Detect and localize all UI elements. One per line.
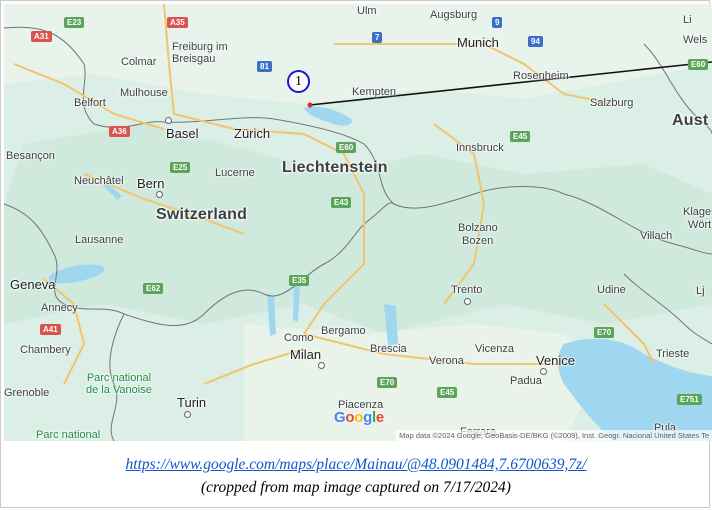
city-villach: Villach xyxy=(640,230,673,242)
road-shield: E45 xyxy=(437,387,458,398)
city-como: Como xyxy=(284,332,314,344)
city-bozen: Bozen xyxy=(462,235,494,247)
city-augsburg: Augsburg xyxy=(430,9,478,21)
google-logo-letter: l xyxy=(372,409,376,426)
city-wels: Wels xyxy=(683,34,708,46)
city-dot xyxy=(540,368,547,375)
city-dot xyxy=(184,411,191,418)
road-shield: E23 xyxy=(64,17,85,28)
city-trento: Trento xyxy=(451,284,483,296)
road-shield: E45 xyxy=(510,131,531,142)
city-annecy: Annecy xyxy=(41,302,78,314)
google-logo-letter: G xyxy=(334,409,346,426)
city-mulhouse: Mulhouse xyxy=(120,87,168,99)
city-worth: Wört xyxy=(688,219,712,231)
road-shield: A36 xyxy=(109,126,130,137)
road-shield: E25 xyxy=(170,162,191,173)
city-trieste: Trieste xyxy=(656,348,690,360)
road-shield: E751 xyxy=(677,394,702,405)
location-marker[interactable]: 1 xyxy=(287,70,310,93)
city-munich: Munich xyxy=(457,35,499,50)
city-belfort: Belfort xyxy=(74,97,106,109)
city-vicenza: Vicenza xyxy=(475,343,514,355)
country-label-switzerland: Switzerland xyxy=(156,206,248,223)
google-logo-letter: g xyxy=(363,409,372,426)
google-logo-letter: o xyxy=(354,409,364,426)
road-shield: A35 xyxy=(167,17,188,28)
figure-caption: (cropped from map image captured on 7/17… xyxy=(201,479,511,496)
road-shield: 9 xyxy=(492,17,503,28)
city-bergamo: Bergamo xyxy=(321,325,366,337)
country-label-liechtenstein: Liechtenstein xyxy=(282,159,388,176)
road-shield: E62 xyxy=(143,283,164,294)
city-klagenfurt: Klagen xyxy=(683,206,712,218)
city-freiburg: Freiburg im Breisgau xyxy=(172,41,228,65)
city-bern: Bern xyxy=(137,176,165,191)
road-shield: E60 xyxy=(688,59,709,70)
city-zurich: Zürich xyxy=(234,126,271,141)
city-chambery: Chambery xyxy=(20,344,71,356)
google-logo-letter: o xyxy=(345,409,355,426)
city-dot xyxy=(165,117,172,124)
city-besancon: Besançon xyxy=(6,150,55,162)
city-milan: Milan xyxy=(290,347,322,362)
road-shield: E35 xyxy=(289,275,310,286)
road-shield: E70 xyxy=(594,327,615,338)
road-shield: A31 xyxy=(31,31,52,42)
city-lausanne: Lausanne xyxy=(75,234,124,246)
google-logo-letter: e xyxy=(375,409,384,426)
map-attribution[interactable]: Map data ©2024 Google, GeoBasis-DE/BKG (… xyxy=(396,430,712,441)
city-neuchatel: Neuchâtel xyxy=(74,175,124,187)
city-turin: Turin xyxy=(177,395,207,410)
map-view[interactable]: Liechtenstein Switzerland Aust Ulm Augsb… xyxy=(4,4,712,441)
city-udine: Udine xyxy=(597,284,626,296)
city-basel: Basel xyxy=(166,126,199,141)
city-salzburg: Salzburg xyxy=(590,97,634,109)
city-bolzano: Bolzano xyxy=(458,222,498,234)
country-label-austria: Aust xyxy=(672,112,709,129)
city-ulm: Ulm xyxy=(357,5,377,17)
city-li: Li xyxy=(683,14,692,26)
city-rosenheim: Rosenheim xyxy=(513,70,569,82)
road-shield: E70 xyxy=(377,377,398,388)
city-dot xyxy=(318,362,325,369)
city-lj: Lj xyxy=(696,285,705,297)
road-shield: A41 xyxy=(40,324,61,335)
city-geneva: Geneva xyxy=(10,277,56,292)
city-brescia: Brescia xyxy=(370,343,407,355)
map-base xyxy=(4,4,712,441)
source-link[interactable]: https://www.google.com/maps/place/Mainau… xyxy=(125,456,587,473)
city-dot xyxy=(464,298,471,305)
city-innsbruck: Innsbruck xyxy=(456,142,504,154)
city-venice: Venice xyxy=(536,353,576,368)
city-piacenza: Piacenza xyxy=(338,399,384,411)
google-logo: Google xyxy=(334,409,384,426)
city-verona: Verona xyxy=(429,355,464,367)
road-shield: E43 xyxy=(331,197,352,208)
park-vanoise: Parc national de la Vanoise xyxy=(86,372,152,396)
city-kempten: Kempten xyxy=(352,86,397,98)
city-dot xyxy=(156,191,163,198)
city-pula: Pula xyxy=(654,422,677,434)
park-national: Parc national xyxy=(36,429,101,441)
city-lucerne: Lucerne xyxy=(215,167,255,179)
road-shield: E60 xyxy=(336,142,357,153)
road-shield: 7 xyxy=(372,32,383,43)
road-shield: 81 xyxy=(257,61,272,72)
city-grenoble: Grenoble xyxy=(4,387,50,399)
city-padua: Padua xyxy=(510,375,542,387)
city-colmar: Colmar xyxy=(121,56,157,68)
road-shield: 94 xyxy=(528,36,543,47)
